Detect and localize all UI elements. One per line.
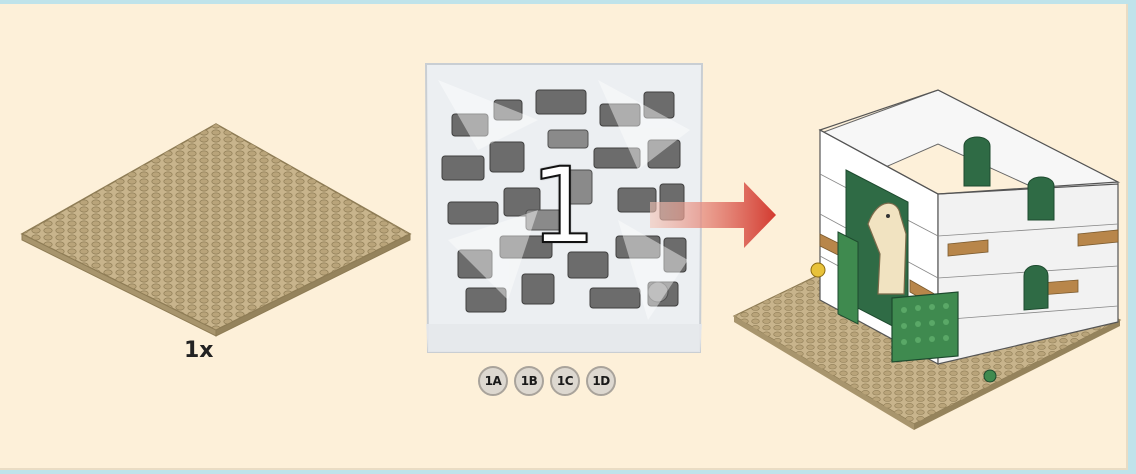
- baseplate-image: [18, 122, 414, 338]
- sub-bag-badge: 1C: [550, 366, 580, 396]
- stable-model-image: [728, 84, 1126, 448]
- sub-bag-list: 1A 1B 1C 1D: [478, 366, 616, 396]
- instruction-step-panel: 1x: [0, 4, 1128, 470]
- quantity-label: 1x: [184, 338, 214, 363]
- sub-bag-badge: 1A: [478, 366, 508, 396]
- sub-bag-badge: 1B: [514, 366, 544, 396]
- sub-bag-badge: 1D: [586, 366, 616, 396]
- bag-number: 1: [530, 154, 590, 258]
